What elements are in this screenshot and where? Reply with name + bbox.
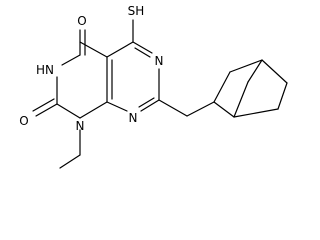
bond-nb-c4-c3 <box>229 59 263 73</box>
bond-nb-c7-c4 <box>247 59 263 83</box>
bond-nb-c5-c4 <box>261 59 288 84</box>
bond-ch2-norbornyl <box>186 101 215 117</box>
bond-n1-c2 <box>56 103 81 119</box>
bond-c8a-n1 <box>79 101 108 119</box>
bond-nb-c6-c5 <box>277 82 288 110</box>
bond-nb-c3-c2 <box>213 71 231 103</box>
bond-c7-n8-double <box>138 97 155 108</box>
atom-label-sh: SH <box>128 4 145 18</box>
bond-n8-c8a <box>106 101 128 112</box>
atom-label-o-left: O <box>19 114 28 128</box>
bond-nb-c1-c6 <box>233 108 279 118</box>
atom-label-hn: HN <box>36 63 54 77</box>
bond-c2-o-left-a <box>35 103 58 117</box>
bond-ch2-ch3 <box>59 154 81 169</box>
bond-c5-n6 <box>132 41 153 54</box>
molecule-structure-diagram: SH O HN N N O N <box>19 4 288 169</box>
bond-c7-n8 <box>140 99 160 112</box>
bond-n3-c4 <box>61 54 81 66</box>
atom-label-n-right-bottom: N <box>129 111 138 125</box>
atom-label-n-ethyl: N <box>76 119 85 133</box>
atom-label-o-top: O <box>77 14 86 28</box>
bond-c7-ch2 <box>158 99 188 117</box>
bond-nb-c2-c1 <box>213 101 235 118</box>
bond-nb-c1-c7 <box>233 81 249 118</box>
bond-c4-c4a <box>79 41 108 58</box>
atom-label-n-right-top: N <box>155 54 164 68</box>
bond-c5-n6-double <box>134 47 151 58</box>
bond-c2-o-left-b <box>32 98 55 112</box>
bond-c4a-c5 <box>106 41 134 58</box>
